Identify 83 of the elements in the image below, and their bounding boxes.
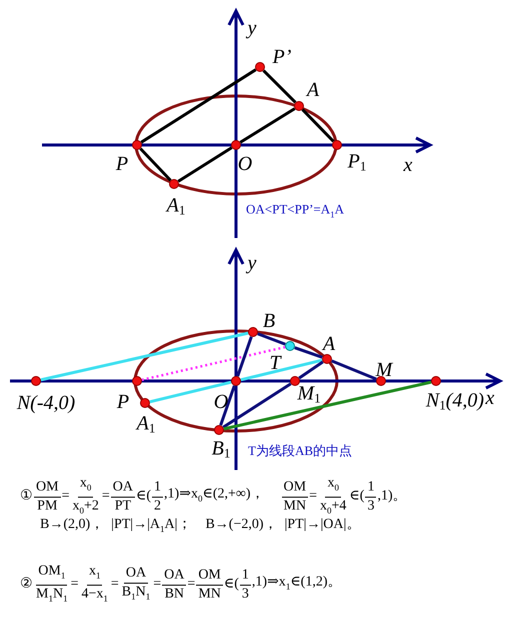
line-segment <box>240 358 322 382</box>
fraction-denominator: 2 <box>153 498 162 516</box>
fraction-numerator: x$_{0}$ <box>78 474 94 498</box>
note-text: OA<PT<PP’=A$_{1}$A <box>246 202 344 222</box>
fraction-numerator: x$_{1}$ <box>86 562 102 586</box>
point-label: P’ <box>272 47 292 67</box>
fraction-numerator: 1 <box>240 566 251 586</box>
line-segment <box>239 107 296 144</box>
formula-text: B→(2,0)， |PT|→|A$_{1}$A|； B→(−2,0)， |PT|→|OA|。 <box>40 516 360 536</box>
formula-text: ,1)。 <box>377 488 407 506</box>
fraction-denominator: x$_{0}$+4 <box>319 498 348 518</box>
line-segment <box>294 346 323 359</box>
formula-text: ∈( <box>349 488 364 506</box>
formula-text: ,1)⇒x$_{1}$∈(1,2)。 <box>252 574 342 594</box>
line-segment <box>219 385 236 426</box>
line-segment <box>140 68 257 144</box>
formula-text: = <box>102 488 110 506</box>
point-label: B$_{1}$ <box>212 438 230 462</box>
formula-text: ∈( <box>136 488 152 506</box>
fraction-numerator: OA <box>124 564 148 584</box>
point-label: M$_{1}$ <box>297 384 321 408</box>
fraction-numerator: OA <box>110 478 136 498</box>
fraction-denominator: PT <box>114 498 132 516</box>
axis-label: y <box>248 18 256 38</box>
line-segment <box>331 360 377 380</box>
fraction-numerator: 1 <box>365 478 376 498</box>
fraction-denominator: B$_{1}$N$_{1}$ <box>120 584 152 604</box>
point-label: O <box>238 154 252 174</box>
line-segment <box>262 69 297 104</box>
line-segment <box>224 380 432 430</box>
point-label: A$_{1}$ <box>136 414 156 438</box>
point-label: M <box>376 360 392 380</box>
fraction-denominator: 3 <box>240 586 250 604</box>
point-label: A <box>322 334 336 354</box>
line-segment <box>142 346 286 382</box>
line-segment <box>257 332 286 346</box>
formula-text: ① <box>20 488 33 506</box>
formula-text: = <box>309 488 317 506</box>
point-label: N$_{1}$(4,0) <box>426 390 484 414</box>
formula-text: = <box>187 576 196 594</box>
note-text: T为线段AB的中点 <box>248 444 352 458</box>
axis-label: x <box>404 155 412 175</box>
fraction-denominator: BN <box>164 586 186 604</box>
formula-text: = <box>70 576 78 594</box>
line-segment <box>298 360 324 380</box>
fraction-numerator: OM$_{1}$ <box>36 562 68 586</box>
point-label: P$_{1}$ <box>348 152 366 176</box>
point-label: O <box>214 392 228 412</box>
line-segment <box>177 146 233 183</box>
formula-text: ② <box>20 576 33 594</box>
point-label: N(-4,0) <box>16 393 76 413</box>
fraction-numerator: 1 <box>152 478 164 498</box>
formula-text: ∈( <box>224 576 239 594</box>
axis-label: x <box>486 388 494 408</box>
fraction-numerator: OM <box>196 566 223 586</box>
point-label: A <box>306 80 320 100</box>
point-label: B <box>262 311 276 331</box>
fraction-numerator: OA <box>162 566 186 586</box>
fraction-denominator: MN <box>197 586 222 604</box>
axis-label: y <box>248 253 256 273</box>
line-segment <box>301 108 335 142</box>
formula-text: = <box>153 576 162 594</box>
fraction-numerator: OM <box>34 478 61 498</box>
formula-text: = <box>62 488 70 506</box>
fraction-numerator: x$_{0}$ <box>325 474 341 498</box>
line-segment <box>222 382 292 429</box>
fraction-denominator: 3 <box>366 498 376 516</box>
fraction-denominator: PM <box>36 498 58 516</box>
fraction-denominator: 4−x$_{1}$ <box>80 586 109 606</box>
formula-text: = <box>110 576 119 594</box>
fraction-denominator: MN <box>282 498 308 516</box>
fraction-denominator: x$_{0}$+2 <box>71 498 100 518</box>
line-segment <box>139 148 172 182</box>
point-label: A$_{1}$ <box>166 196 186 220</box>
line-segment <box>236 336 253 377</box>
point-label: P <box>116 154 128 174</box>
line-segment <box>150 380 232 404</box>
fraction-denominator: M$_{1}$N$_{1}$ <box>35 586 69 606</box>
formula-text: ,1)⇒x$_{0}$∈(2,+∞)， <box>164 486 265 506</box>
fraction-numerator: OM <box>282 478 308 498</box>
point-label: T <box>269 353 281 373</box>
line-segment <box>40 332 248 382</box>
point-label: P <box>116 392 130 412</box>
